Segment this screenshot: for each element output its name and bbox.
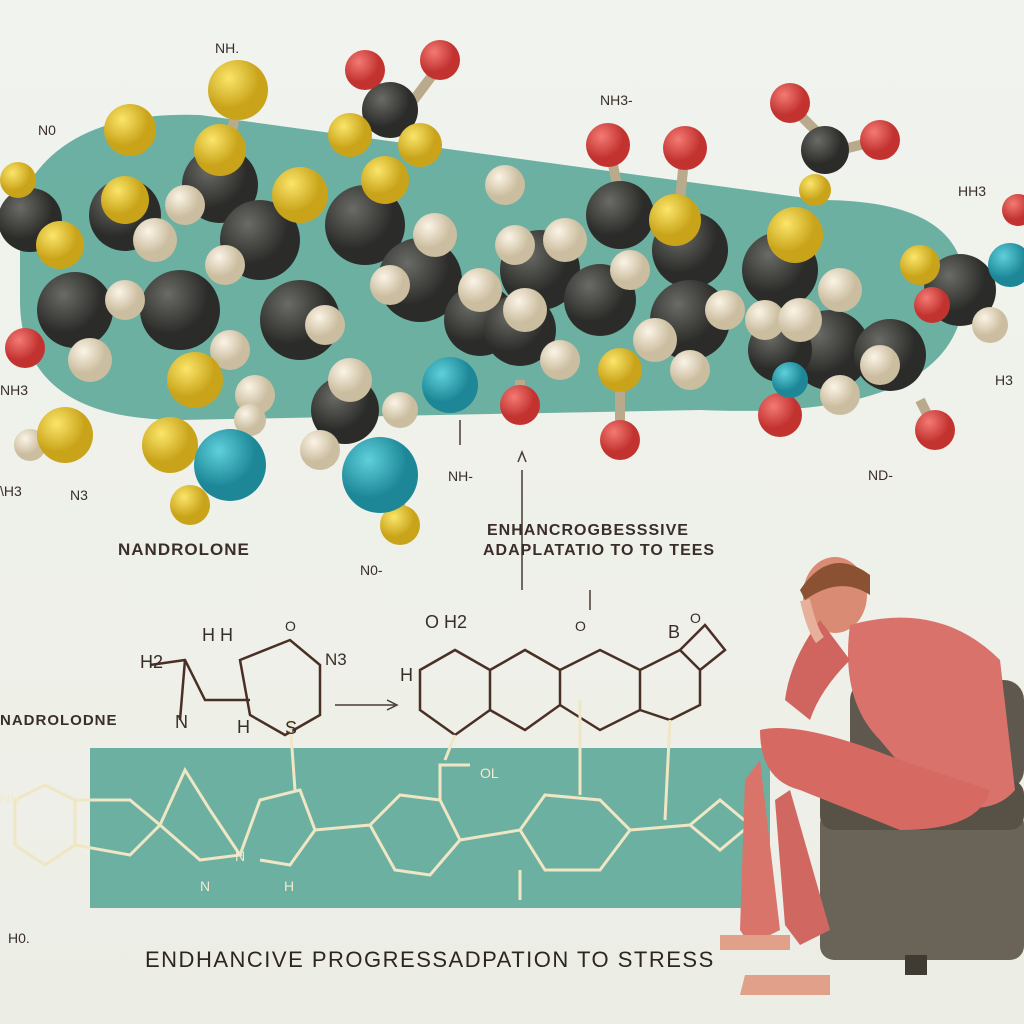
label-n-2: N — [235, 848, 246, 864]
label-hh: H H — [202, 625, 233, 645]
label-n-1: N — [175, 712, 188, 732]
label-o-3: O — [690, 610, 701, 626]
title-nandrolone-lower: NADROLODNE — [0, 712, 118, 729]
nitrogen-atoms — [194, 243, 1024, 513]
middle-caption-line2: ADAPLATATIO TO TO TEES — [483, 542, 716, 559]
bottom-caption: ENDHANCIVE PROGRESSADPATION TO STRESS — [145, 947, 715, 972]
label-h-1: H — [237, 717, 250, 737]
label-nd-right: ND- — [868, 467, 893, 483]
muscular-figure — [720, 557, 1015, 995]
label-hh3-right: HH3 — [958, 183, 987, 199]
label-s: S — [285, 718, 298, 738]
label-h0-bottom: H0. — [8, 930, 30, 946]
label-h2: H2 — [140, 652, 164, 672]
skeletal-structure-upper — [149, 623, 727, 737]
middle-caption-line1: ENHANCROGBESSSIVE — [487, 522, 689, 539]
label-o-2: O — [575, 618, 586, 634]
sulfur-atoms — [0, 60, 940, 545]
label-nh3-top: NH3- — [600, 92, 633, 108]
title-nandrolone-upper: NANDROLONE — [118, 540, 250, 559]
label-n0-left: N0 — [38, 122, 56, 138]
label-b: B — [668, 622, 681, 642]
label-o-1: O — [285, 618, 296, 634]
label-n-3: N — [200, 878, 211, 894]
label-h-3: H — [284, 878, 295, 894]
skeletal-structure-lower — [13, 700, 753, 900]
label-n0-mid: N0- — [360, 562, 383, 578]
arrows — [335, 420, 591, 711]
label-h3-left: \H3 — [0, 483, 22, 499]
label-h3-right: H3 — [995, 372, 1013, 388]
label-nh-top: NH. — [215, 40, 240, 56]
oxygen-atoms — [5, 40, 1024, 460]
label-nh-mid: NH- — [448, 468, 473, 484]
label-n3: N3 — [325, 650, 347, 669]
label-nh-lower: NH — [0, 790, 21, 806]
label-oh2: O H2 — [425, 612, 468, 632]
label-ol: OL — [480, 765, 499, 781]
label-nh3-left: NH3 — [0, 382, 29, 398]
hydrogen-atoms — [14, 165, 1008, 470]
label-n3-left: N3 — [70, 487, 88, 503]
label-h-2: H — [400, 665, 413, 685]
